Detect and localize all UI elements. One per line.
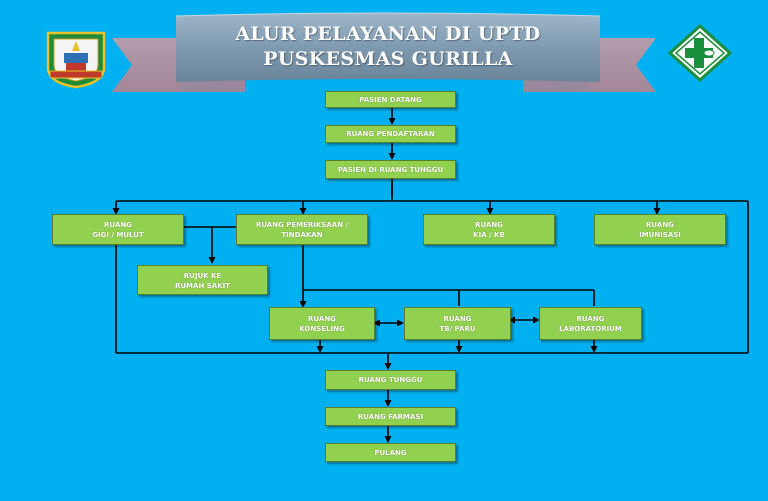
node-label-line: RUANG bbox=[646, 220, 674, 229]
node-ruang-pemeriksaan: RUANG PEMERIKSAAN / TINDAKAN bbox=[236, 214, 368, 245]
node-label-line: RUMAH SAKIT bbox=[174, 282, 230, 290]
title-banner bbox=[112, 12, 656, 92]
node-ruang-tb-paru: RUANG TB/ PARU bbox=[404, 307, 511, 340]
node-label-line: GIGI / MULUT bbox=[92, 230, 144, 239]
node-label-line: PASIEN DI RUANG TUNGGU bbox=[337, 165, 444, 174]
node-label-line: KIA / KB bbox=[473, 230, 505, 239]
node-label-line: RUANG bbox=[576, 314, 605, 323]
node-label-line: RUANG bbox=[104, 220, 132, 229]
node-label-line: KONSELING bbox=[299, 324, 345, 333]
node-pasien-datang: PASIEN DATANG bbox=[325, 91, 456, 108]
node-label-line: RUANG bbox=[475, 220, 503, 229]
node-label-line: RUANG TUNGGU bbox=[358, 376, 423, 384]
node-rujuk-rumah-sakit: RUJUK KE RUMAH SAKIT bbox=[137, 265, 268, 295]
node-ruang-laboratorium: RUANG LABORATORIUM bbox=[539, 307, 642, 340]
title-line-1: ALUR PELAYANAN DI UPTD bbox=[235, 23, 541, 45]
node-ruang-farmasi: RUANG FARMASI bbox=[325, 407, 456, 426]
node-ruang-imunisasi: RUANG IMUNISASI bbox=[594, 214, 726, 245]
regional-government-emblem-icon bbox=[46, 31, 106, 89]
node-label-line: TB/ PARU bbox=[439, 324, 476, 333]
node-label-line: RUJUK KE bbox=[183, 272, 222, 280]
node-label-line: IMUNISASI bbox=[639, 230, 681, 239]
title-line-2: PUSKESMAS GURILLA bbox=[263, 48, 513, 70]
node-label-line: PULANG bbox=[374, 448, 407, 457]
node-ruang-pendaftaran: RUANG PENDAFTARAN bbox=[325, 125, 456, 143]
node-label-line: TINDAKAN bbox=[281, 230, 323, 239]
node-ruang-gigi: RUANG GIGI / MULUT bbox=[52, 214, 184, 245]
node-label-line: PASIEN DATANG bbox=[359, 95, 422, 104]
page-title: ALUR PELAYANAN DI UPTD PUSKESMAS GURILLA bbox=[190, 22, 586, 72]
node-ruang-kia: RUANG KIA / KB bbox=[423, 214, 555, 245]
node-pasien-ruang-tunggu: PASIEN DI RUANG TUNGGU bbox=[325, 160, 456, 179]
puskesmas-health-cross-icon bbox=[668, 24, 732, 82]
node-label-line: LABORATORIUM bbox=[559, 324, 622, 333]
node-label-line: RUANG PEMERIKSAAN / bbox=[255, 220, 349, 229]
node-ruang-konseling: RUANG KONSELING bbox=[269, 307, 375, 340]
node-label-line: RUANG bbox=[443, 314, 472, 323]
node-label-line: RUANG FARMASI bbox=[357, 412, 424, 421]
node-label-line: RUANG bbox=[308, 314, 336, 323]
node-pulang: PULANG bbox=[325, 443, 456, 462]
node-label-line: RUANG PENDAFTARAN bbox=[346, 130, 435, 138]
node-ruang-tunggu: RUANG TUNGGU bbox=[325, 370, 456, 390]
